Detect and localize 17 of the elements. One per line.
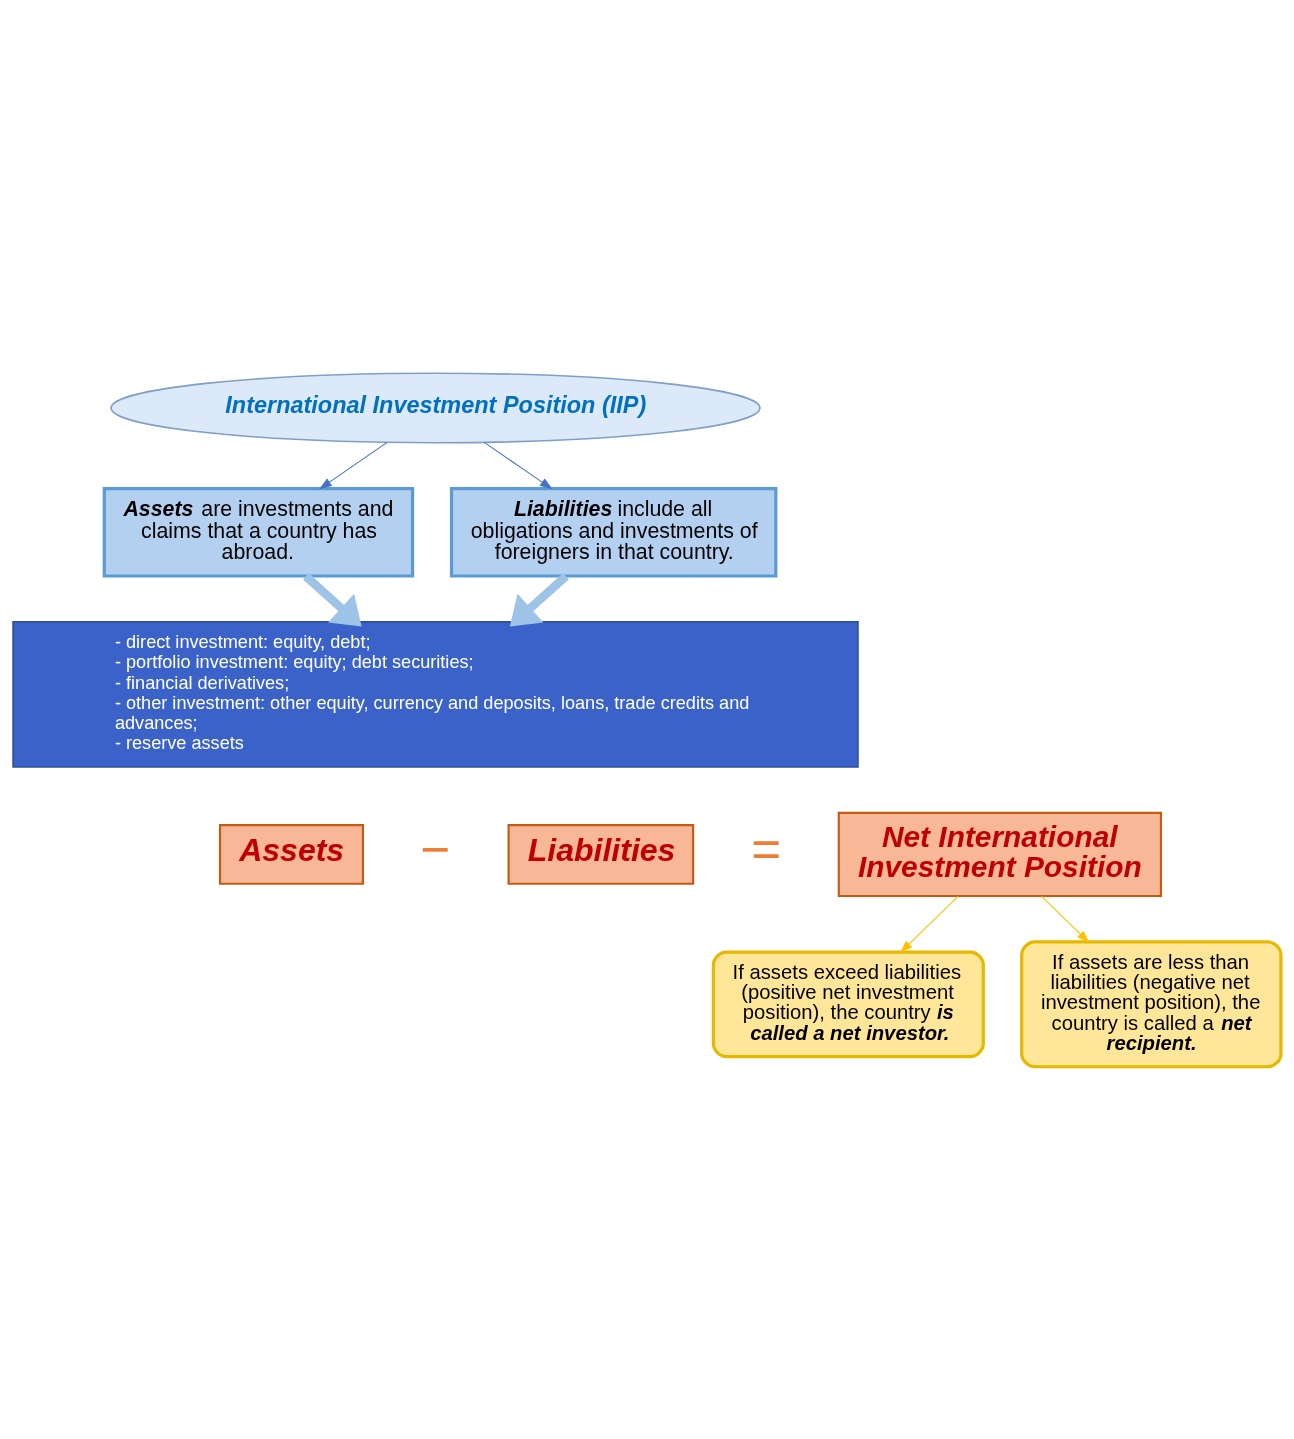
node-box: Liabilities [507, 823, 695, 885]
arrow [303, 572, 362, 627]
node-box: If assets are less than liabilities (negative net investment position), the country is called a net recipient. [1020, 939, 1283, 1068]
node-box: Liabilities include all obligations and investments of foreigners in that country. [449, 486, 778, 578]
node-ellipse: International Investment Position (IIP) [110, 371, 761, 443]
node-box: If assets exceed liabilities (positive net investment position), the country is called a net investor. [711, 949, 985, 1058]
node-box: Net International Investment Position [837, 811, 1162, 897]
arrow [899, 895, 959, 953]
label: − [420, 820, 451, 878]
arrow [509, 572, 569, 627]
label: = [751, 820, 782, 878]
node-box: - direct investment: equity, debt; - portfolio investment: equity; debt securities; - financial derivatives; - other investment: other equity, currency and deposits, loans, trade credits and advances; - reserve assets [12, 620, 859, 768]
node-box: Assets are investments and claims that a country has abroad. [102, 486, 415, 578]
arrow [1041, 895, 1090, 943]
arrow [319, 441, 388, 489]
node-box: Assets [218, 823, 365, 885]
arrow [483, 441, 553, 489]
